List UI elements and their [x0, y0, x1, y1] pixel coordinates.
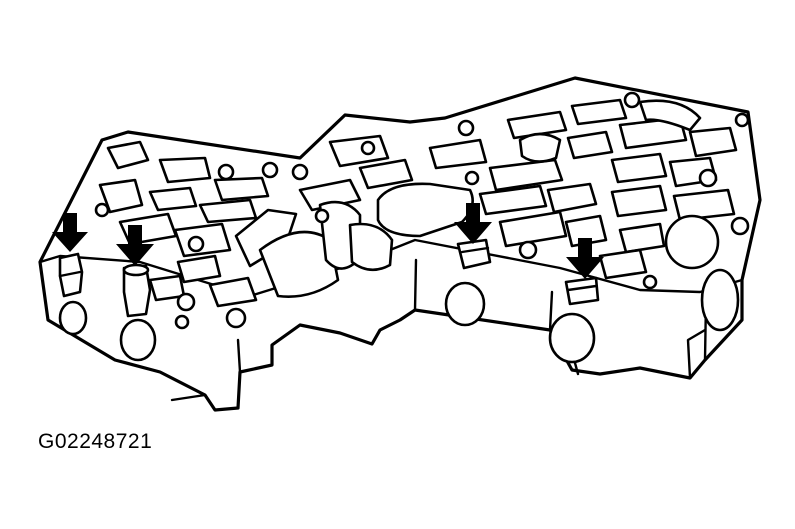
- arrow-down-icon: [52, 213, 88, 252]
- valve-blocks: [58, 238, 600, 318]
- valve-block-2: [122, 263, 152, 318]
- fluid-passages: [94, 91, 750, 330]
- valve-block-4: [564, 276, 600, 306]
- arrow-down-icon: [454, 203, 492, 244]
- side-bores: [58, 268, 740, 364]
- figure-code: G02248721: [38, 430, 153, 453]
- valve-block-3: [456, 238, 492, 270]
- arrow-down-icon: [566, 238, 604, 279]
- indicator-arrows: [52, 203, 604, 279]
- arrow-down-icon: [116, 225, 154, 266]
- valve-block-1: [58, 252, 84, 298]
